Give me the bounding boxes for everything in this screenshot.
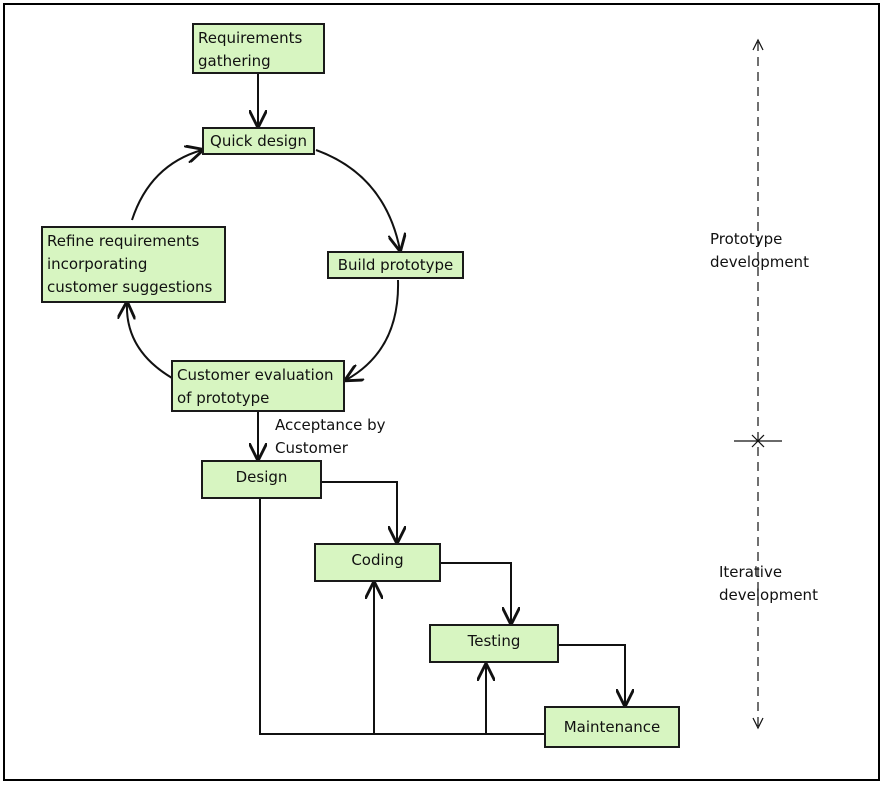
arrow-coding-to-testing (440, 562, 511, 623)
box-coding: Coding (314, 543, 441, 582)
label-acceptance-by-customer: Acceptance by Customer (275, 416, 386, 457)
box-maintenance: Maintenance (544, 706, 680, 748)
phase-divider-cross-b (751, 434, 765, 448)
box-testing: Testing (429, 624, 559, 663)
arc-quick-design-to-build-prototype (315, 149, 400, 250)
label-prototype-development: Prototype development (710, 230, 809, 271)
phase-scale-top-arrow (752, 38, 764, 51)
arc-build-prototype-to-customer-evaluation (346, 279, 400, 380)
box-requirements-gathering: Requirements gathering (192, 23, 325, 74)
box-design: Design (201, 460, 322, 499)
box-customer-evaluation: Customer evaluation of prototype (171, 360, 345, 412)
box-quick-design: Quick design (202, 127, 315, 155)
feedback-line (259, 497, 545, 735)
arrow-testing-to-maintenance (559, 644, 625, 705)
label-iterative-development: Iterative development (719, 563, 818, 604)
box-build-prototype: Build prototype (327, 251, 464, 279)
arrow-design-to-coding (322, 481, 397, 542)
arc-customer-evaluation-to-refine (127, 303, 173, 379)
arc-refine-to-quick-design (131, 150, 202, 221)
phase-scale-bottom-arrow (752, 717, 764, 730)
box-refine-requirements: Refine requirements incorporating custom… (41, 226, 226, 303)
